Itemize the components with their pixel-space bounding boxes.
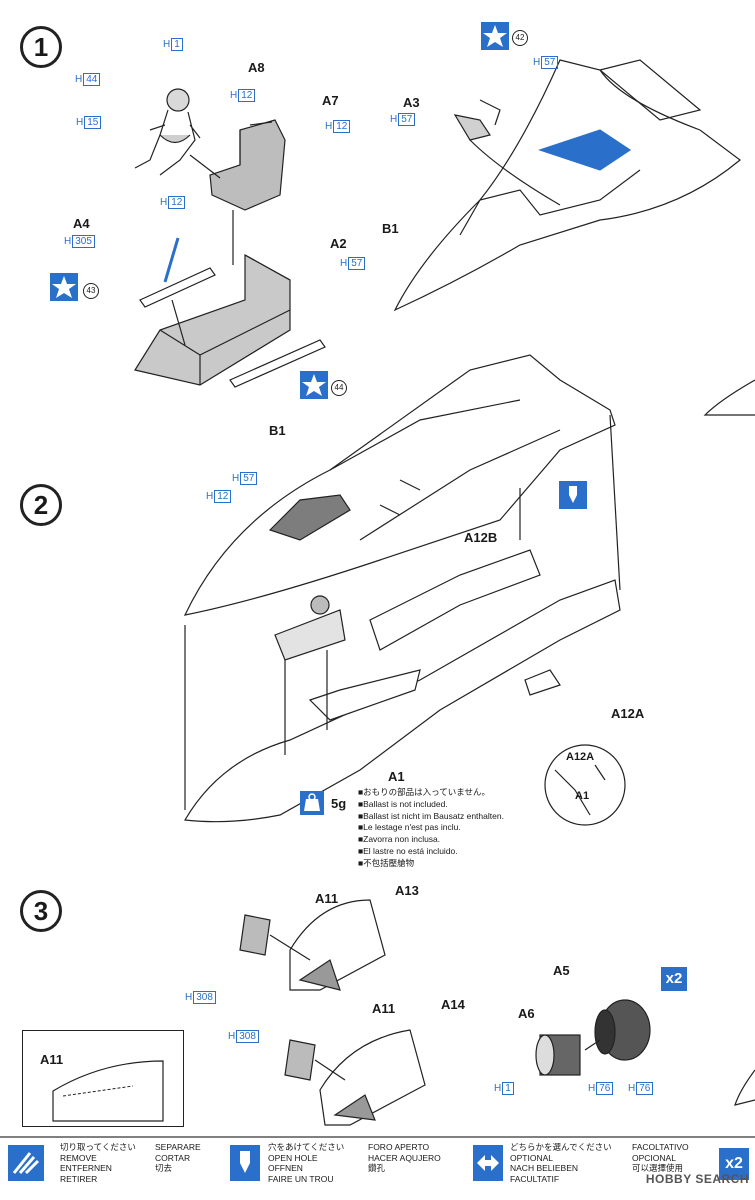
legend-remove-icon-box — [8, 1145, 44, 1181]
drill-icon — [240, 1151, 250, 1173]
multiplier-badge: x2 — [661, 967, 687, 991]
cockpit-tub-a2 — [134, 253, 291, 386]
part-a12a — [524, 669, 561, 696]
inset-art — [52, 1060, 164, 1122]
part-label-a5: A5 — [553, 963, 570, 978]
ballast-note: ■おもりの部品は入っていません。 ■Ballast is not include… — [358, 787, 504, 870]
step-1-number: 1 — [20, 26, 62, 68]
legend-optional-text: どちらかを選んでください OPTIONAL NACH BELIEBEN FACU… — [510, 1142, 612, 1184]
legend-hole-text: 穴をあけてください OPEN HOLE OFFNEN FAIRE UN TROU — [268, 1142, 345, 1184]
part-label-b1-top: B1 — [382, 221, 399, 236]
part-a3 — [453, 114, 491, 141]
detail-circle — [544, 744, 626, 826]
legend-remove-text: 切り取ってください REMOVE ENTFERNEN RETIRER — [60, 1142, 136, 1184]
part-label-a6: A6 — [518, 1006, 535, 1021]
seat-a7 — [209, 119, 286, 211]
legend-remove-text-2: SEPARARE CORTAR 切去 — [155, 1142, 201, 1173]
legend-hole-text-2: FORO APERTO HACER AQUJERO 鑽孔 — [368, 1142, 441, 1173]
part-a11-mid — [284, 1039, 316, 1081]
decal-number-44: 44 — [331, 380, 347, 396]
part-label-a7: A7 — [322, 93, 339, 108]
part-label-a3: A3 — [403, 95, 420, 110]
decal-strip-44 — [229, 339, 326, 388]
fuselage-upper-b1 — [183, 354, 616, 616]
part-label-a11-mid: A11 — [372, 1001, 396, 1016]
decal-number-42: 42 — [512, 30, 528, 46]
ballast-note-line: ■Ballast is not included. — [358, 798, 448, 809]
engine-a5 — [594, 999, 651, 1061]
decal-star-42 — [481, 22, 509, 50]
ballast-note-line: ■El lastre no está incluido. — [358, 845, 458, 856]
ballast-note-line: ■不包括壓艙物 — [358, 857, 415, 868]
pilot-figure — [134, 88, 201, 176]
ballast-icon-box — [300, 791, 324, 815]
ballast-weight: 5g — [331, 796, 347, 811]
open-hole-marker — [559, 481, 587, 509]
star-icon — [302, 374, 326, 396]
part-a12b — [369, 549, 541, 651]
part-label-a4: A4 — [73, 216, 90, 231]
ballast-note-line: ■Ballast ist nicht im Bausatz enthalten. — [358, 810, 504, 821]
forward-fuselage-b1 — [393, 59, 741, 312]
part-a11-top — [239, 914, 271, 956]
part-label-a2: A2 — [330, 236, 347, 251]
part-label-a1: A1 — [388, 769, 405, 784]
part-label-b1-mid: B1 — [269, 423, 286, 438]
ballast-note-line: ■おもりの部品は入っていません。 — [358, 787, 490, 797]
swap-arrows-icon — [477, 1155, 499, 1171]
inset-detail — [22, 1030, 184, 1127]
part-label-a12b: A12B — [464, 530, 498, 545]
detail-label-a1: A1 — [575, 790, 590, 802]
ballast-note-line: ■Le lestage n'est pas inclu. — [358, 822, 461, 833]
decal-strip-43 — [139, 267, 216, 308]
part-label-a11-inset: A11 — [40, 1052, 64, 1067]
decal-number-43: 43 — [83, 283, 99, 299]
part-label-a11-top: A11 — [315, 891, 339, 906]
part-label-a13: A13 — [395, 883, 419, 898]
part-label-a14: A14 — [441, 997, 465, 1012]
nozzle-a14 — [319, 1029, 426, 1126]
nozzle-a13 — [289, 899, 386, 991]
decal-star-43 — [50, 273, 78, 301]
star-icon — [483, 25, 507, 47]
control-stick-a4 — [163, 237, 180, 283]
legend-optional-text-2: FACOLTATIVO OPCIONAL 可以選擇使用 — [632, 1142, 689, 1173]
detail-label-a12a: A12A — [566, 751, 595, 763]
decal-star-44 — [300, 371, 328, 399]
watermark: HOBBY SEARCH — [645, 1172, 749, 1186]
legend-hole-icon-box — [230, 1145, 260, 1181]
weight-icon — [304, 793, 320, 811]
legend-optional-icon-box — [473, 1145, 503, 1181]
step-2-number: 2 — [20, 484, 62, 526]
cut-icon — [12, 1152, 40, 1175]
part-label-a12a: A12A — [611, 706, 645, 721]
part-label-a8: A8 — [248, 60, 265, 75]
step-3-number: 3 — [20, 890, 62, 932]
star-icon — [52, 276, 76, 298]
legend-x2-badge: x2 — [719, 1148, 749, 1180]
engine-a6 — [535, 1034, 581, 1076]
ballast-note-line: ■Zavorra non inclusa. — [358, 834, 441, 845]
drill-icon — [569, 486, 577, 503]
